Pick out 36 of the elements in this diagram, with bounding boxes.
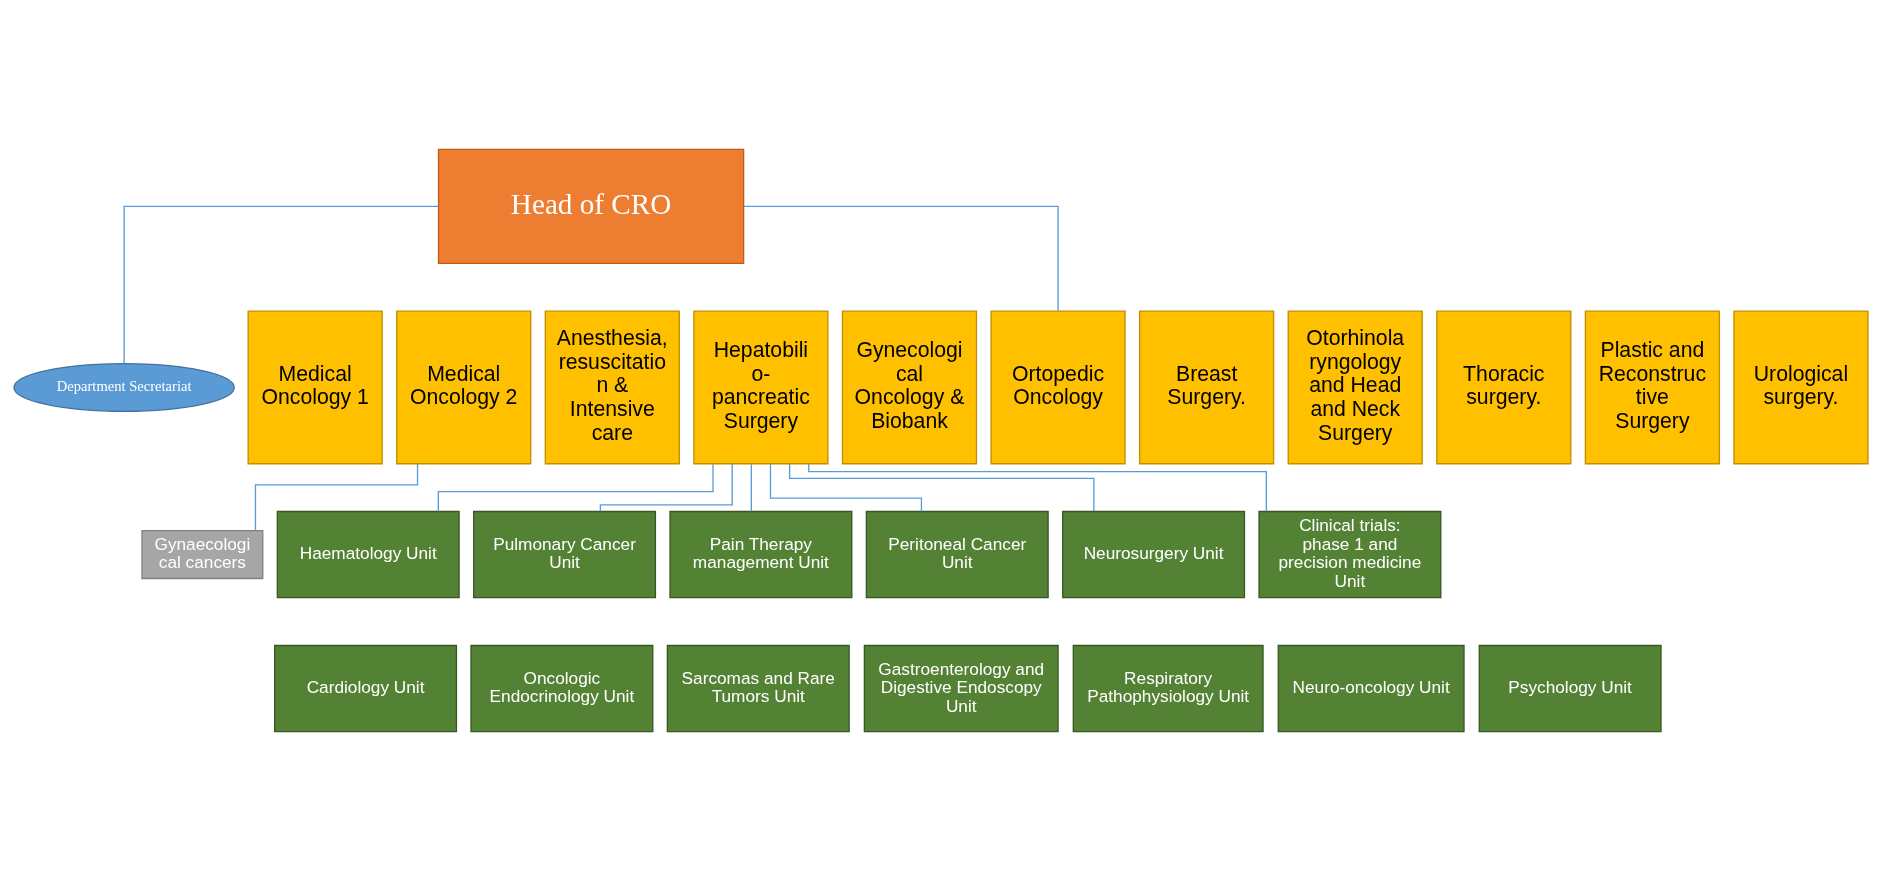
node-box: Ortopedic Oncology	[990, 310, 1126, 464]
node-box: Gynecologi cal Oncology & Biobank	[841, 310, 978, 464]
node-box: Anesthesia, resuscitatio n & Intensive care	[544, 310, 680, 464]
node-box: Urological surgery.	[1733, 310, 1869, 464]
node-box: Head of CRO	[437, 148, 745, 264]
connector	[788, 462, 1095, 512]
connector	[123, 205, 439, 364]
connector	[808, 462, 1267, 512]
node-box: Neurosurgery Unit	[1062, 510, 1246, 598]
node-box: Clinical trials: phase 1 and precision medicine Unit	[1258, 510, 1442, 598]
node-ellipse: Department Secretariat	[13, 362, 235, 412]
node-box: Pain Therapy management Unit	[669, 510, 853, 598]
node-box: Medical Oncology 2	[396, 310, 532, 464]
node-box: Breast Surgery.	[1139, 310, 1275, 464]
node-box: Sarcomas and Rare Tumors Unit	[666, 644, 850, 732]
node-box: Plastic and Reconstruc tive Surgery	[1584, 310, 1721, 464]
connector	[254, 462, 419, 531]
node-box: Respiratory Pathophysiology Unit	[1072, 644, 1264, 732]
node-box: Cardiology Unit	[274, 644, 458, 732]
node-box: Psychology Unit	[1478, 644, 1662, 732]
node-box: Gynaecologi cal cancers	[141, 529, 264, 579]
connector	[769, 462, 923, 512]
node-box: Pulmonary Cancer Unit	[473, 510, 657, 598]
node-box: Peritoneal Cancer Unit	[865, 510, 1049, 598]
node-box: Haematology Unit	[276, 510, 460, 598]
node-box: Thoracic surgery.	[1436, 310, 1572, 464]
node-box: Gastroenterology and Digestive Endoscopy Unit	[863, 644, 1059, 732]
connector	[750, 463, 752, 512]
node-box: Hepatobili o- pancreatic Surgery	[693, 310, 829, 464]
node-box: Oncologic Endocrinology Unit	[470, 644, 654, 732]
connector	[599, 462, 733, 512]
node-box: Otorhinola ryngology and Head and Neck Surgery	[1287, 310, 1423, 464]
connector	[437, 463, 714, 512]
node-box: Medical Oncology 1	[247, 310, 383, 464]
connector	[743, 205, 1059, 311]
node-box: Neuro-oncology Unit	[1277, 644, 1465, 732]
